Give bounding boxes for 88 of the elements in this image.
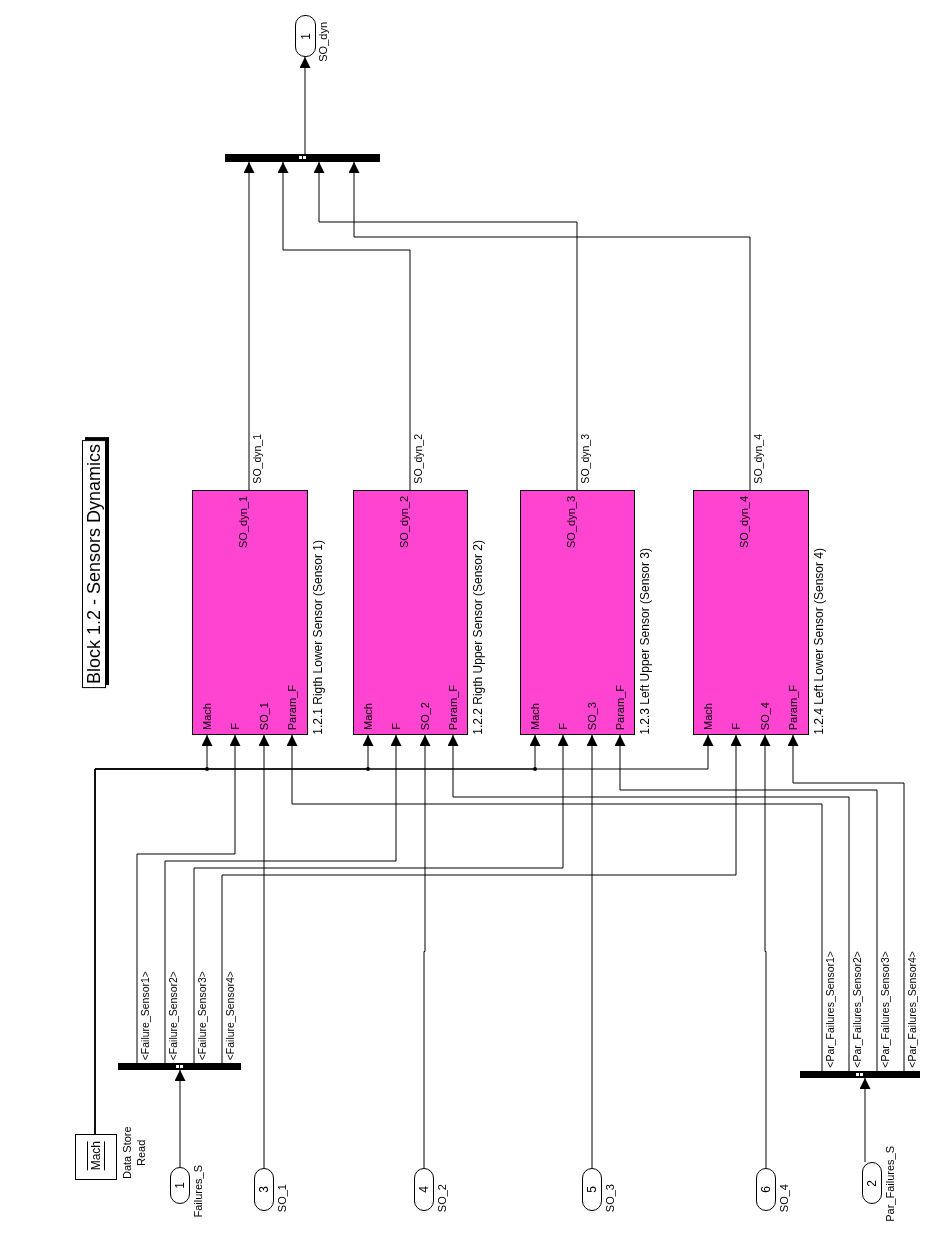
inport-block: [582, 1168, 602, 1211]
signal-arrow: [221, 734, 742, 1064]
port-number: 1: [174, 1182, 186, 1189]
port-number: 4: [418, 1186, 430, 1193]
inport-block: [756, 1168, 776, 1211]
block-title: 1.2.4 Left Lower Sensor (Sensor 4): [813, 548, 825, 735]
data-store-name: Mach: [87, 1141, 105, 1171]
signal-arrow: [586, 734, 598, 1169]
signal-arrow: [277, 161, 411, 491]
subsystem-block: [353, 490, 468, 735]
signal-label: SO_dyn_4: [753, 434, 764, 484]
signal-label: <Par_Failures_Sensor4>: [907, 951, 918, 1068]
port-label: SO_3: [587, 701, 598, 730]
signal-arrow: [787, 734, 905, 1072]
signal-label: <Failure_Sensor1>: [140, 970, 151, 1060]
mux-bar: [225, 154, 380, 162]
block-caption: SO_3: [605, 1183, 616, 1212]
signal-label: SO_dyn_3: [580, 434, 591, 484]
port-number: 5: [586, 1186, 598, 1193]
signal-arrow: [243, 161, 255, 491]
subsystem-block: [192, 490, 308, 735]
demux-bar: [800, 1071, 920, 1078]
signal-arrow: [299, 56, 311, 155]
port-label: Param_F: [788, 684, 799, 730]
subsystem-block: [520, 490, 635, 735]
signal-label: <Failure_Sensor2>: [168, 970, 179, 1060]
port-label: Param_F: [287, 684, 298, 730]
title-label: Block 1.2 - Sensors Dynamics: [82, 440, 106, 689]
port-label: SO_2: [420, 701, 431, 730]
port-label: SO_1: [259, 701, 270, 730]
signal-arrow: [447, 734, 850, 1072]
signal-arrow: [313, 161, 578, 491]
port-label: Mach: [703, 703, 714, 730]
port-label: SO_dyn_3: [566, 496, 577, 548]
port-label: Mach: [202, 703, 213, 730]
block-caption: Par_Failures_S: [885, 1146, 896, 1222]
signal-arrow: [859, 1077, 871, 1163]
block-caption: Failures_S: [193, 1165, 204, 1218]
port-label: F: [391, 723, 402, 730]
port-label: SO_dyn_2: [399, 496, 410, 548]
signal-arrow: [419, 734, 431, 1169]
demux-bar: [118, 1063, 241, 1070]
signal-label: <Par_Failures_Sensor1>: [825, 951, 836, 1068]
signal-arrow: [614, 734, 878, 1072]
port-label: F: [230, 723, 241, 730]
block-caption: SO_4: [779, 1183, 790, 1212]
port-label: Param_F: [615, 684, 626, 730]
port-label: SO_4: [760, 701, 771, 730]
signal-arrow: [759, 734, 771, 1169]
signal-label: <Failure_Sensor4>: [225, 970, 236, 1060]
block-caption: SO_dyn: [318, 22, 329, 62]
signal-label: <Par_Failures_Sensor3>: [880, 951, 891, 1068]
port-label: Mach: [363, 703, 374, 730]
inport-block: [414, 1168, 434, 1211]
port-number: 1: [299, 32, 312, 40]
signal-label: SO_dyn_1: [252, 434, 263, 484]
signal-label: <Par_Failures_Sensor2>: [852, 951, 863, 1068]
signal-arrow: [174, 1069, 186, 1168]
signal-arrow: [136, 734, 241, 1064]
signal-arrow: [348, 161, 751, 491]
block-title: 1.2.3 Left Upper Sensor (Sensor 3): [639, 548, 651, 735]
block-caption: Data Store Read: [120, 1125, 149, 1182]
port-label: SO_dyn_1: [238, 496, 249, 548]
inport-block: [862, 1162, 882, 1204]
block-title: 1.2.1 Rigth Lower Sensor (Sensor 1): [312, 540, 324, 735]
block-caption: SO_2: [437, 1183, 448, 1212]
port-label: Mach: [530, 703, 541, 730]
block-caption: SO_1: [277, 1183, 288, 1212]
signal-label: <Failure_Sensor3>: [197, 970, 208, 1060]
signal-arrow: [286, 734, 823, 1072]
signal-arrow: [164, 734, 402, 1064]
outport-block: [295, 15, 316, 57]
subsystem-block: [693, 490, 809, 735]
port-number: 2: [866, 1179, 878, 1187]
block-title: 1.2.2 Rigth Upper Sensor (Sensor 2): [472, 540, 484, 735]
port-number: 3: [258, 1186, 270, 1193]
signal-arrow: [94, 734, 714, 1135]
port-label: Param_F: [448, 684, 459, 730]
inport-block: [170, 1167, 190, 1204]
signal-label: SO_dyn_2: [413, 434, 424, 484]
port-label: F: [731, 723, 742, 730]
data-store-block: [75, 1134, 117, 1180]
port-label: F: [558, 723, 569, 730]
port-number: 6: [760, 1186, 772, 1193]
port-label: SO_dyn_4: [739, 496, 750, 548]
signal-arrow: [258, 734, 270, 1169]
signal-arrow: [193, 734, 569, 1064]
inport-block: [254, 1168, 274, 1211]
